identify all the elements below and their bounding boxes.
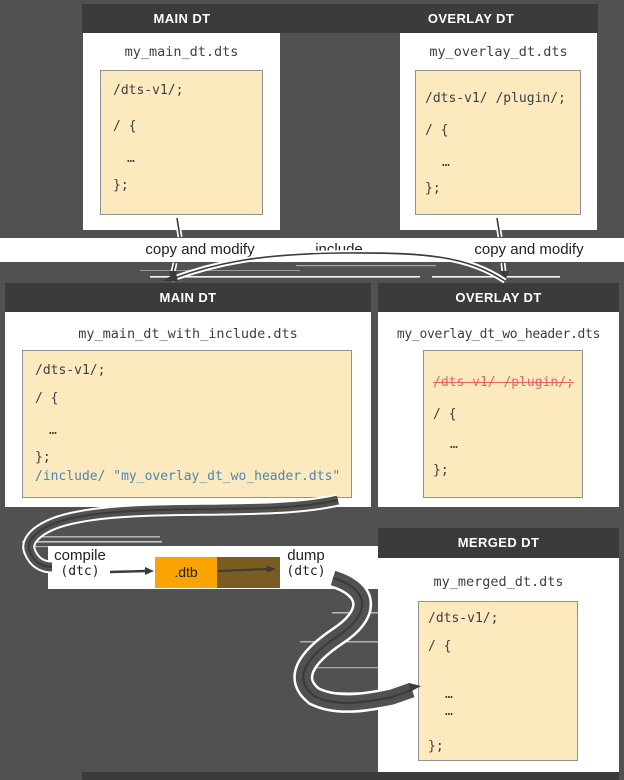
merged-dt-code-box: /dts-v1/; / { … … }; (418, 601, 578, 761)
dump-label: dump (287, 547, 325, 564)
code-line: }; (113, 178, 129, 193)
copy-and-modify-left-label: copy and modify (145, 241, 255, 258)
copy-and-modify-right-label: copy and modify (474, 241, 584, 258)
code-line: / { (35, 391, 59, 406)
code-line: }; (433, 463, 449, 478)
dtb-file-box: .dtb (155, 557, 217, 588)
overlay-dt-filename: my_overlay_dt.dts (429, 44, 568, 60)
code-line: }; (425, 181, 441, 196)
main-dt-filename: my_main_dt.dts (124, 44, 239, 60)
code-line: … (49, 423, 57, 438)
code-line: … (445, 704, 453, 719)
code-line: / { (428, 639, 452, 654)
top-overlay-dt-header: OVERLAY DT (427, 11, 515, 26)
code-line: }; (428, 739, 444, 754)
deleted-header-line: /dts-v1/ /plugin/; (433, 375, 574, 390)
code-line: }; (35, 450, 51, 465)
code-line: / { (425, 123, 449, 138)
merged-dt-box: my_merged_dt.dts /dts-v1/; / { … … }; (378, 558, 619, 772)
mid-overlay-dt-filename: my_overlay_dt_wo_header.dts (396, 327, 601, 342)
top-main-dt-header: MAIN DT (153, 11, 211, 26)
mid-overlay-dt-box: my_overlay_dt_wo_header.dts /dts-v1/ /pl… (378, 312, 619, 507)
code-line: /dts-v1/; (428, 611, 499, 626)
code-line: … (445, 687, 453, 702)
code-line: … (442, 155, 450, 170)
include-statement-line: /include/ "my_overlay_dt_wo_header.dts" (35, 469, 341, 484)
mid-main-dt-box: my_main_dt_with_include.dts /dts-v1/; / … (5, 312, 371, 507)
dtb-shadow-box (217, 557, 280, 588)
code-line: … (450, 437, 458, 452)
top-header-bar (82, 4, 598, 33)
code-line: /dts-v1/ /plugin/; (425, 91, 566, 106)
merged-dt-header: MERGED DT (378, 528, 619, 558)
mid-main-dt-code-box: /dts-v1/; / { … }; /include/ "my_overlay… (22, 350, 352, 498)
code-line: … (127, 151, 135, 166)
main-dt-box: my_main_dt.dts /dts-v1/; / { … }; (83, 33, 280, 230)
code-line: / { (113, 119, 137, 134)
overlay-dt-code-box: /dts-v1/ /plugin/; / { … }; (415, 70, 581, 215)
mid-main-dt-header: MAIN DT (5, 283, 371, 312)
main-dt-code-box: /dts-v1/; / { … }; (100, 70, 263, 215)
bottom-bar (82, 772, 619, 780)
compile-tool-label: (dtc) (60, 564, 100, 579)
mid-overlay-dt-header: OVERLAY DT (378, 283, 619, 312)
code-line: / { (433, 407, 457, 422)
compile-label: compile (54, 547, 106, 564)
code-line: /dts-v1/; (35, 363, 106, 378)
mid-overlay-dt-code-box: /dts-v1/ /plugin/; / { … }; (423, 350, 583, 498)
overlay-dt-box: my_overlay_dt.dts /dts-v1/ /plugin/; / {… (400, 33, 597, 230)
dump-tool-label: (dtc) (286, 564, 326, 579)
mid-main-dt-filename: my_main_dt_with_include.dts (78, 326, 298, 342)
include-label: include (315, 241, 363, 258)
merged-dt-filename: my_merged_dt.dts (433, 574, 564, 590)
code-line: /dts-v1/; (113, 83, 184, 98)
